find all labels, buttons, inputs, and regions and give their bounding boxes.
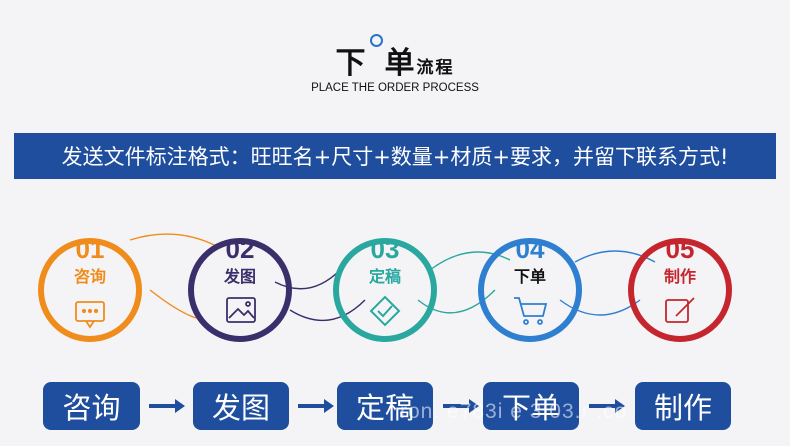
title-dot-icon (369, 34, 383, 47)
instruction-text: 发送文件标注格式：旺旺名+尺寸+数量+材质+要求，并留下联系方式! (61, 145, 729, 169)
title-liucheng: 流程 (416, 58, 455, 78)
step-3-ring (333, 238, 437, 342)
title-xia: 下 (335, 46, 368, 81)
arrow-right-icon (149, 399, 185, 413)
flow-button-produce-label: 制作 (653, 391, 712, 425)
cart-icon (514, 297, 548, 325)
instruction-banner: 发送文件标注格式：旺旺名+尺寸+数量+材质+要求，并留下联系方式! (14, 133, 776, 179)
connector-3-4 (417, 289, 496, 314)
process-flow: 01 咨询 02 发图 03 定稿 04 下单 (38, 233, 732, 342)
step-2-number: 02 (226, 234, 255, 264)
image-icon (226, 297, 256, 323)
flow-button-order[interactable]: 下单 (483, 382, 579, 430)
step-3: 03 定稿 (333, 234, 437, 342)
connector-2-3b (289, 299, 366, 322)
step-4-ring (478, 238, 582, 342)
step-5-ring (628, 238, 732, 342)
edit-icon (665, 297, 695, 323)
chat-icon (75, 301, 105, 329)
arrow-right-icon (298, 399, 334, 413)
arrow-right-icon (589, 399, 625, 413)
connector-1-2b (129, 233, 221, 249)
flow-button-finalize[interactable]: 定稿 (337, 382, 433, 430)
step-2: 02 发图 (188, 234, 292, 342)
step-1-ring (38, 238, 142, 342)
check-shield-icon (369, 295, 401, 327)
step-5: 05 制作 (628, 234, 732, 342)
step-3-label: 定稿 (368, 267, 401, 286)
connector-4-5b (574, 250, 656, 263)
step-4-label: 下单 (514, 267, 546, 286)
step-2-ring (188, 238, 292, 342)
flow-button-send-image[interactable]: 发图 (193, 382, 289, 430)
step-5-number: 05 (666, 234, 695, 264)
connector-1-2 (149, 289, 197, 319)
step-2-label: 发图 (223, 267, 256, 286)
connector-3-4b (429, 251, 511, 271)
step-5-label: 制作 (664, 267, 696, 286)
flow-button-order-label: 下单 (501, 391, 560, 425)
step-1-number: 01 (76, 234, 105, 264)
watermark: ron. e783i e 3 03.r .co (400, 400, 628, 423)
step-1-label: 咨询 (74, 267, 106, 286)
title-dan: 单 (384, 46, 417, 81)
arrow-right-icon (443, 399, 479, 413)
page-title: 下单流程 (0, 34, 790, 82)
flow-button-consult-label: 咨询 (62, 391, 121, 425)
page-subtitle: PLACE THE ORDER PROCESS (311, 82, 479, 94)
step-3-number: 03 (371, 234, 400, 264)
flow-button-send-image-label: 发图 (211, 391, 270, 425)
step-4-number: 04 (516, 234, 545, 264)
connector-2-3 (274, 269, 341, 290)
step-4: 04 下单 (478, 234, 582, 342)
step-1: 01 咨询 (38, 234, 142, 342)
flow-button-consult[interactable]: 咨询 (43, 382, 140, 430)
flow-button-finalize-label: 定稿 (355, 391, 414, 425)
flow-button-produce[interactable]: 制作 (635, 382, 731, 430)
